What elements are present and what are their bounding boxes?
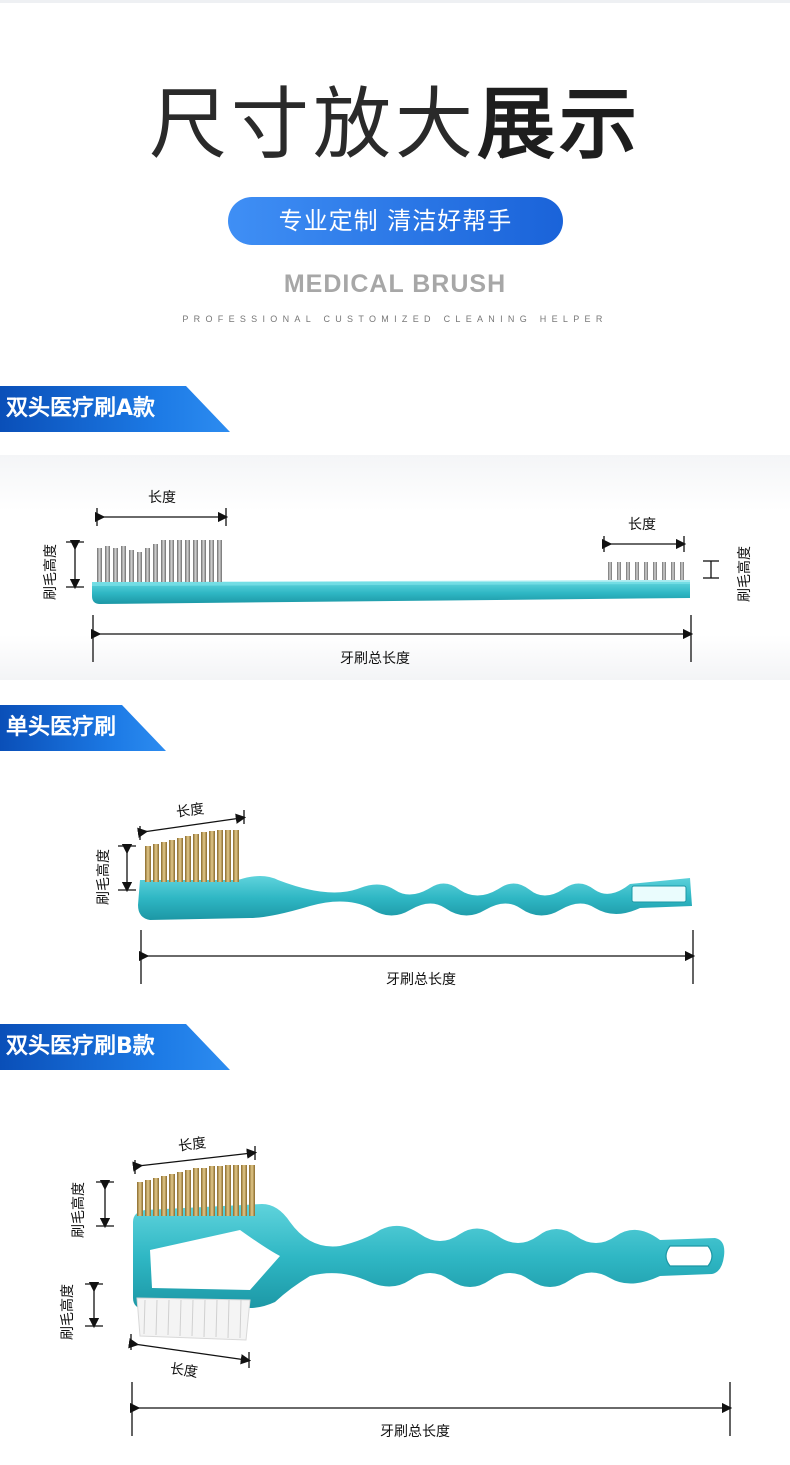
section-tag-single-label: 单头医疗刷 bbox=[6, 715, 117, 740]
height-label-b-top: 刷毛高度 bbox=[71, 1182, 87, 1238]
length-label-b-top: 长度 bbox=[177, 1135, 208, 1155]
total-length-label-single: 牙刷总长度 bbox=[386, 972, 456, 988]
title-light: 尺寸放大 bbox=[148, 80, 477, 170]
length-label-single: 长度 bbox=[175, 801, 206, 821]
english-title: MEDICAL BRUSH bbox=[283, 270, 507, 298]
top-divider bbox=[0, 0, 790, 3]
length-label-a-right: 长度 bbox=[628, 517, 656, 533]
length-label-b-bottom: 长度 bbox=[168, 1361, 199, 1381]
brush-a bbox=[92, 540, 690, 604]
dimension-lines-a bbox=[66, 508, 719, 662]
bristles-single bbox=[145, 830, 239, 882]
slogan-pill: 专业定制 清洁好帮手 bbox=[228, 197, 563, 245]
section-tag-b-label: 双头医疗刷B款 bbox=[6, 1034, 155, 1059]
bristles-b-top bbox=[137, 1165, 255, 1216]
bristles-a-left bbox=[97, 540, 222, 582]
section-tag-single: 单头医疗刷 bbox=[0, 705, 166, 751]
height-label-b-bottom: 刷毛高度 bbox=[60, 1284, 76, 1340]
total-length-label-a: 牙刷总长度 bbox=[340, 651, 410, 667]
section-tag-a-label: 双头医疗刷A款 bbox=[6, 396, 156, 421]
english-subtitle: PROFESSIONAL CUSTOMIZED CLEANING HELPER bbox=[182, 314, 608, 324]
brush-single bbox=[138, 830, 692, 920]
bristles-a-right bbox=[608, 562, 684, 580]
dimension-lines-single bbox=[118, 810, 696, 984]
total-length-label-b: 牙刷总长度 bbox=[380, 1424, 450, 1440]
height-label-single: 刷毛高度 bbox=[96, 849, 112, 905]
height-label-a-left: 刷毛高度 bbox=[43, 544, 59, 600]
height-label-a-right: 刷毛高度 bbox=[737, 546, 753, 602]
dimension-lines-b bbox=[85, 1146, 733, 1436]
section-tag-b: 双头医疗刷B款 bbox=[0, 1024, 230, 1070]
brush-b bbox=[133, 1165, 725, 1341]
length-label-a-left: 长度 bbox=[148, 490, 176, 506]
section-tag-a: 双头医疗刷A款 bbox=[0, 386, 230, 432]
bristles-b-bottom bbox=[136, 1297, 251, 1341]
page-title: 尺寸放大展示 bbox=[0, 86, 790, 164]
title-bold: 展示 bbox=[477, 80, 642, 170]
